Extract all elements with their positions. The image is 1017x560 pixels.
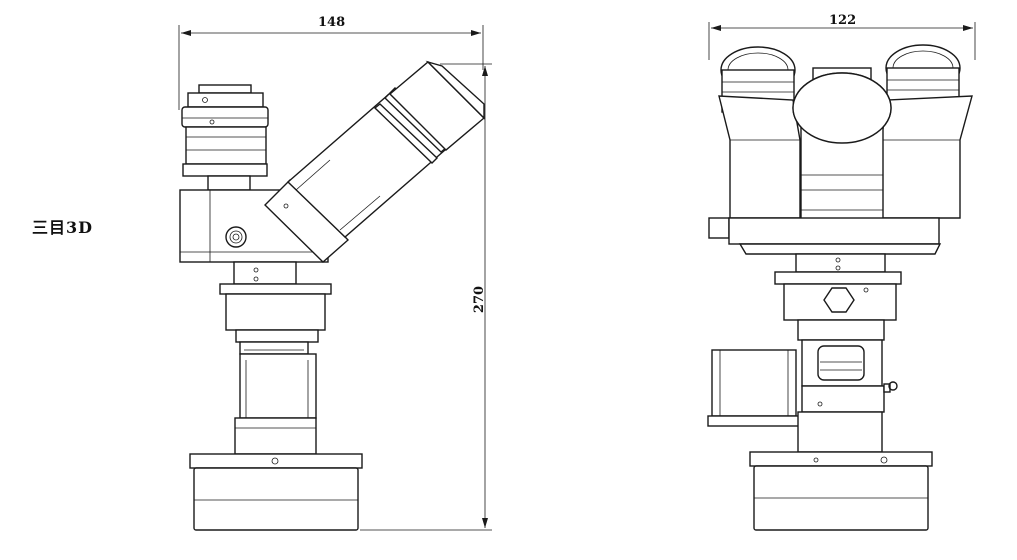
zoom-body (219, 261, 332, 455)
side-view (178, 25, 492, 531)
camera-adapter (181, 84, 269, 191)
dimension-height-side (360, 63, 492, 531)
front-view-width-label: 122 (829, 13, 857, 28)
model-label: 三目3D (32, 218, 94, 237)
front-base-mount (749, 451, 933, 531)
base-mount (189, 453, 363, 531)
side-view-width-label: 148 (318, 15, 346, 30)
dimension-width-side (178, 25, 484, 110)
front-view (707, 22, 976, 531)
dimension-width-front (708, 22, 976, 60)
front-zoom-body (707, 253, 902, 453)
eyepiece-tube (264, 60, 486, 263)
binocular-head (708, 67, 973, 255)
